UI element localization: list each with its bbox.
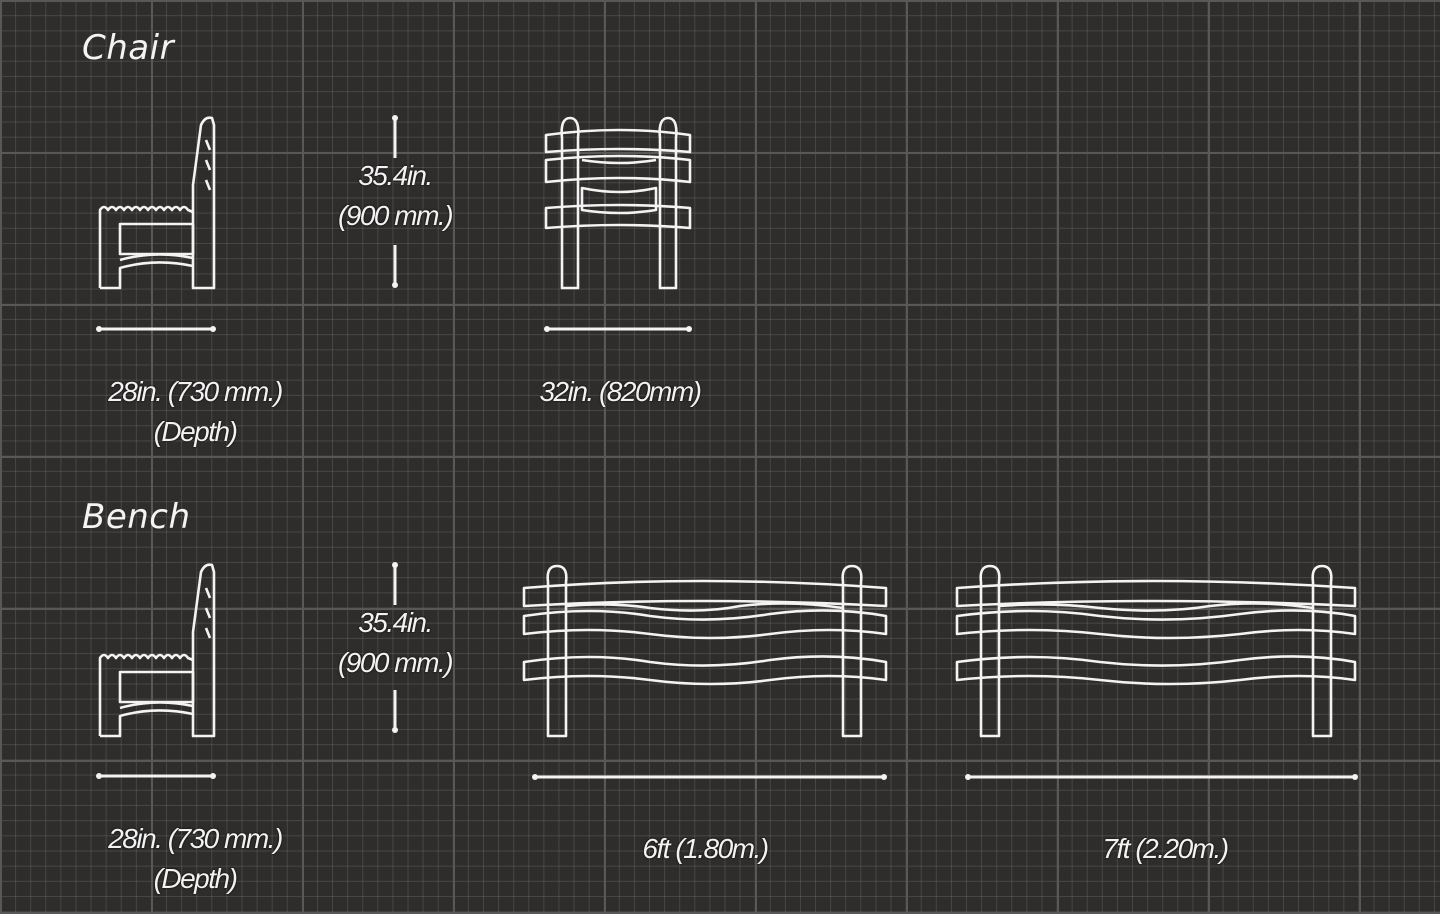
chair-depth-dimension (96, 326, 216, 332)
bench-depth-measure: 28in. (730 mm.) (108, 823, 283, 854)
chair-height-metric: (900 mm.) (337, 200, 454, 231)
bench-7ft-length-label: 7ft (2.20m.) (1102, 833, 1229, 864)
bench-title: Bench (82, 497, 191, 537)
bench-depth-caption: (Depth) (153, 863, 238, 894)
bench-height-metric: (900 mm.) (337, 647, 454, 678)
chair-width-label: 32in. (820mm) (539, 376, 702, 407)
chair-width-dimension (544, 326, 692, 332)
chair-depth-measure: 28in. (730 mm.) (108, 376, 283, 407)
chair-height-dimension (392, 115, 398, 288)
bench-7ft-front-view (955, 564, 1357, 738)
bench-depth-dimension (96, 773, 216, 779)
bench-depth-label: 28in. (730 mm.) (Depth) (70, 819, 320, 899)
bench-height-label: 35.4in. (900 mm.) (300, 603, 490, 683)
chair-height-label: 35.4in. (900 mm.) (300, 156, 490, 236)
bench-7ft-length-dimension (965, 774, 1358, 780)
bench-6ft-length-label: 6ft (1.80m.) (642, 833, 769, 864)
chair-front-view (544, 116, 692, 290)
chair-title: Chair (82, 28, 175, 68)
bench-6ft-length-dimension (532, 774, 887, 780)
chair-depth-caption: (Depth) (153, 416, 238, 447)
chair-depth-label: 28in. (730 mm.) (Depth) (70, 372, 320, 452)
chair-height-imperial: 35.4in. (358, 160, 433, 191)
bench-height-dimension (392, 562, 398, 733)
bench-side-view (98, 563, 216, 738)
bench-height-imperial: 35.4in. (358, 607, 433, 638)
bench-6ft-front-view (522, 564, 888, 738)
chair-side-view (98, 116, 216, 290)
